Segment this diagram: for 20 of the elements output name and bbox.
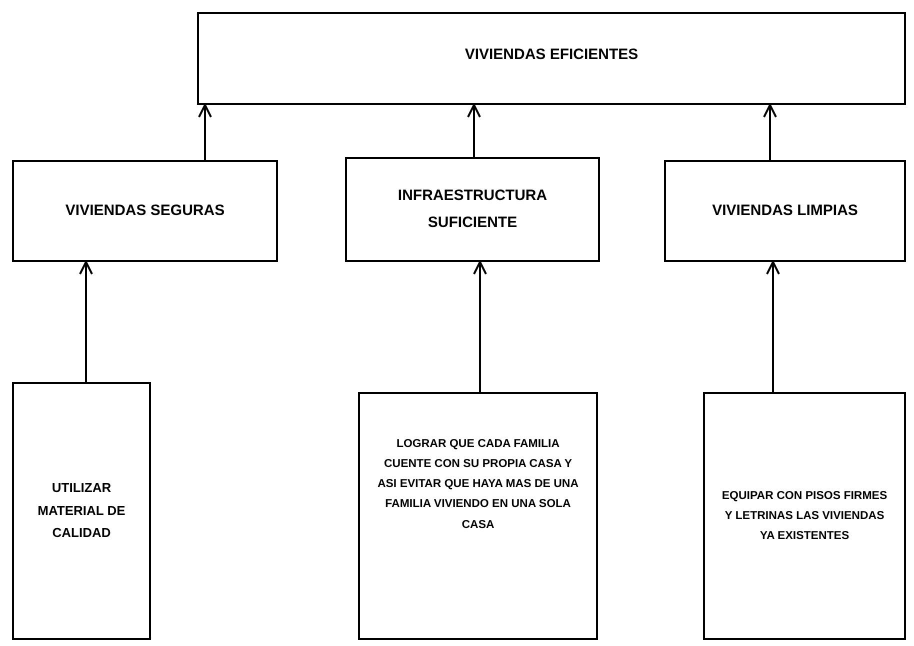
text-box xyxy=(664,160,906,262)
arrow xyxy=(467,104,481,157)
arrow xyxy=(766,261,780,392)
text-box xyxy=(358,392,598,640)
arrow xyxy=(473,261,487,392)
text-box xyxy=(12,382,151,640)
text-box xyxy=(345,157,600,262)
text-box xyxy=(703,392,906,640)
text-box xyxy=(12,160,278,262)
node-label: UTILIZAR MATERIAL DE CALIDAD xyxy=(36,478,126,542)
arrow xyxy=(79,261,93,382)
text-box xyxy=(197,12,906,105)
arrow xyxy=(763,104,777,160)
node-label: VIVIENDAS EFICIENTES xyxy=(464,45,638,65)
arrow xyxy=(198,104,212,160)
node-label: VIVIENDAS SEGURAS xyxy=(65,200,225,221)
node-label: INFRAESTRUCTURA SUFICIENTE xyxy=(398,186,548,232)
node-label: EQUIPAR CON PISOS FIRMES Y LETRINAS LAS VIVIENDAS YA EXISTENTES xyxy=(720,488,888,544)
node-label: LOGRAR QUE CADA FAMILIA CUENTE CON SU PROPIA CASA Y ASI EVITAR QUE HAYA MAS DE UNA FAMILIA VIVIENDO EN UNA SOLA CASA xyxy=(376,437,580,532)
node-label: VIVIENDAS LIMPIAS xyxy=(712,200,858,221)
